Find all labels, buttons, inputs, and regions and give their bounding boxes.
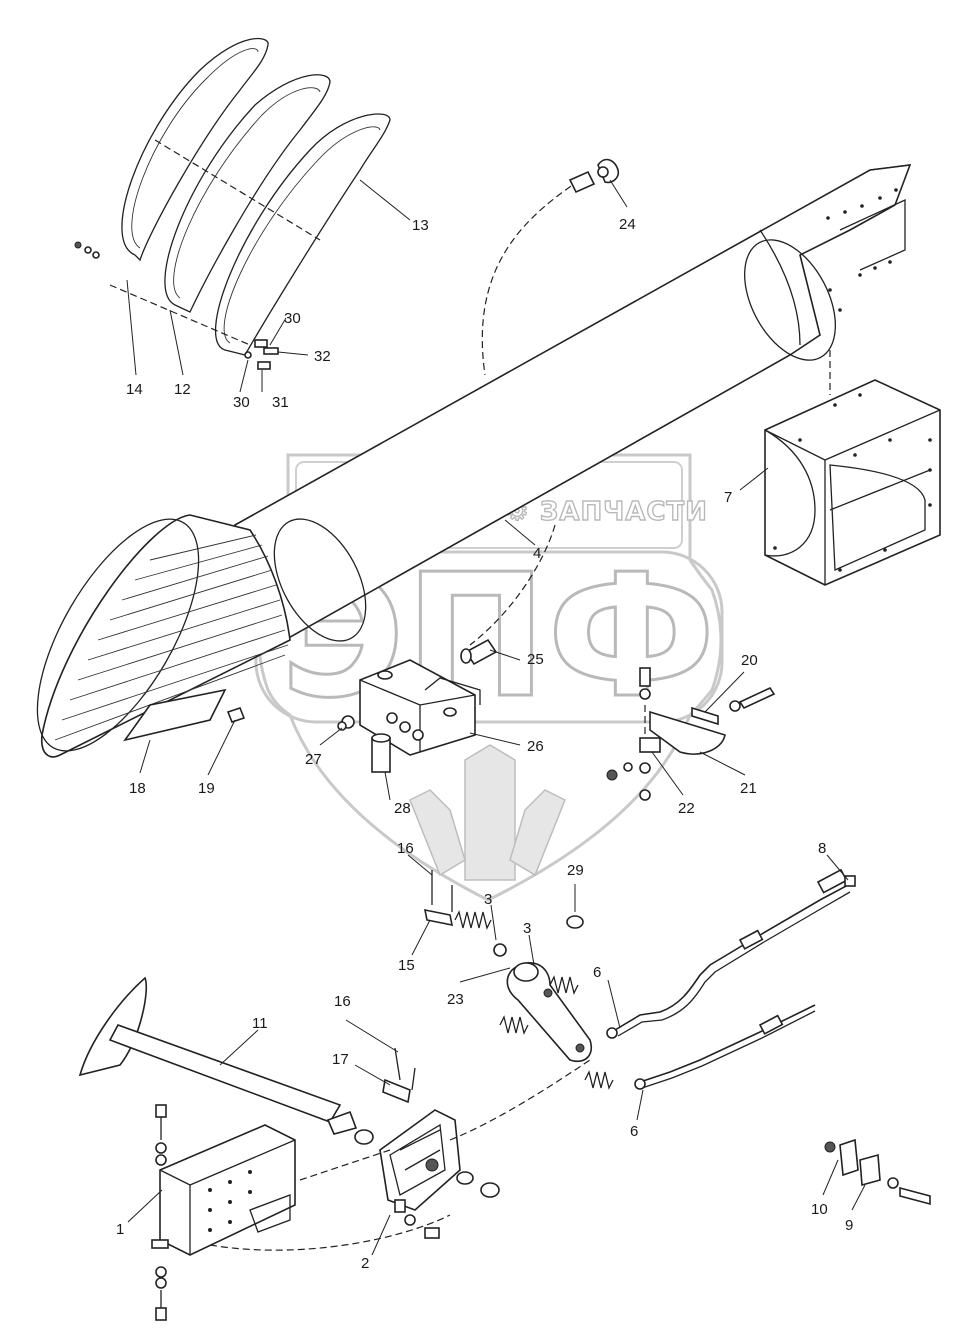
hose-fitting [481,158,620,376]
callout-28: 28 [394,800,411,817]
callout-20: 20 [741,652,758,669]
callout-4: 4 [533,545,541,562]
callout-7: 7 [724,489,732,506]
callout-14: 14 [126,381,143,398]
callout-13: 13 [412,217,429,234]
callout-16b: 16 [334,993,351,1010]
callout-8: 8 [818,840,826,857]
callout-18: 18 [129,780,146,797]
gasket-rings [74,37,391,370]
callout-16a: 16 [397,840,414,857]
callout-10: 10 [811,1201,828,1218]
callout-19: 19 [198,780,215,797]
callout-labels: 1 2 3 3 4 6 6 7 8 9 10 11 12 13 14 15 16… [116,216,853,1272]
callout-11: 11 [252,1015,268,1032]
callout-23: 23 [447,991,464,1008]
callout-27: 27 [305,751,322,768]
lever-arm [78,976,374,1145]
callout-leaders [126,179,866,1256]
callout-22: 22 [678,800,695,817]
wheat-emblem [409,744,566,881]
callout-30a: 30 [284,310,301,327]
pivot-bracket [606,667,776,801]
clip-assembly [824,1138,931,1206]
callout-3b: 3 [523,920,531,937]
callout-1: 1 [116,1221,124,1238]
callout-29: 29 [567,862,584,879]
control-cables [606,868,856,1090]
callout-3a: 3 [484,891,492,908]
callout-6a: 6 [593,964,601,981]
callout-25: 25 [527,651,544,668]
callout-15: 15 [398,957,415,974]
callout-24: 24 [619,216,636,233]
mount-brackets [151,1047,591,1321]
callout-6b: 6 [630,1123,638,1140]
bell-crank-assembly [423,870,614,1090]
unloading-tube [233,164,912,642]
callout-32: 32 [314,348,331,365]
callout-26: 26 [527,738,544,755]
callout-12: 12 [174,381,191,398]
callout-30b: 30 [233,394,250,411]
valve-block [337,524,556,773]
discharge-spout [36,514,291,758]
callout-9: 9 [845,1217,853,1234]
callout-2: 2 [361,1255,369,1272]
callout-21: 21 [740,780,757,797]
transition-housing [764,379,941,586]
callout-31: 31 [272,394,289,411]
callout-17: 17 [332,1051,349,1068]
